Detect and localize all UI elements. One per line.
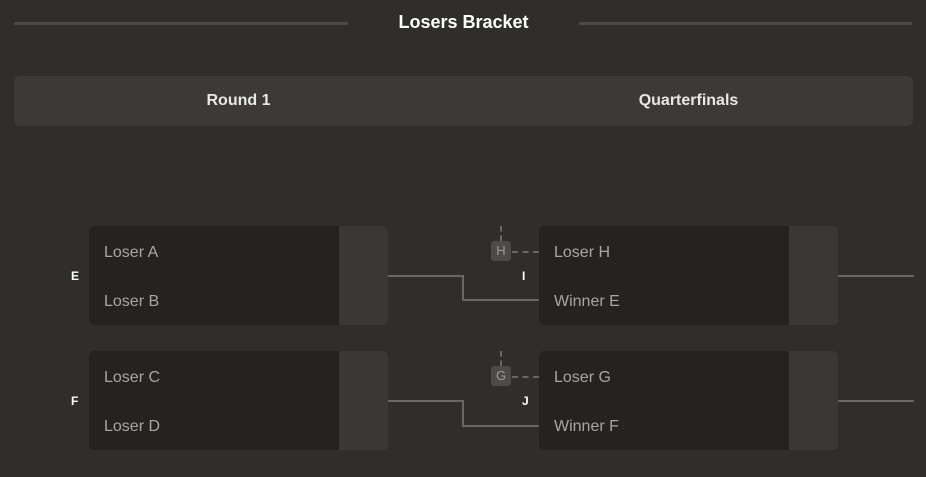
score-column [339,226,388,325]
match-slot: Loser G [554,369,611,386]
score-column [339,351,388,450]
round-header: Round 1 Quarterfinals [14,76,913,126]
connector-line [388,275,464,277]
page-title: Losers Bracket [398,12,529,32]
match-e[interactable]: Loser A Loser B [89,226,388,325]
title-divider-left [14,22,348,25]
connector-line [462,299,539,301]
dashed-connector [512,376,539,378]
source-badge-h[interactable]: H [491,241,511,261]
connector-line [462,425,539,427]
quarterfinals-label: Quarterfinals [638,92,739,109]
match-j[interactable]: Loser G Winner F [539,351,838,450]
match-slot: Winner E [554,293,620,310]
match-label-j: J [522,394,529,408]
match-slot: Loser H [554,244,611,261]
round-1-label: Round 1 [206,92,271,109]
title-divider-right [579,22,912,25]
match-label-f: F [71,394,79,408]
match-slot: Winner F [554,418,619,435]
dashed-connector [512,251,539,253]
match-slot: Loser A [104,244,159,261]
match-slot: Loser C [104,369,161,386]
score-column [789,226,838,325]
connector-line [838,275,914,277]
match-label-e: E [71,269,80,283]
match-f[interactable]: Loser C Loser D [89,351,388,450]
connector-line [388,400,464,402]
dashed-connector [500,351,502,366]
dashed-connector [500,226,502,241]
match-slot: Loser D [104,418,161,435]
score-column [789,351,838,450]
source-badge-g[interactable]: G [491,366,511,386]
match-slot: Loser B [104,293,160,310]
connector-line [838,400,914,402]
match-label-i: I [522,269,526,283]
connector-line [462,400,464,426]
match-i[interactable]: Loser H Winner E [539,226,838,325]
connector-line [462,275,464,301]
